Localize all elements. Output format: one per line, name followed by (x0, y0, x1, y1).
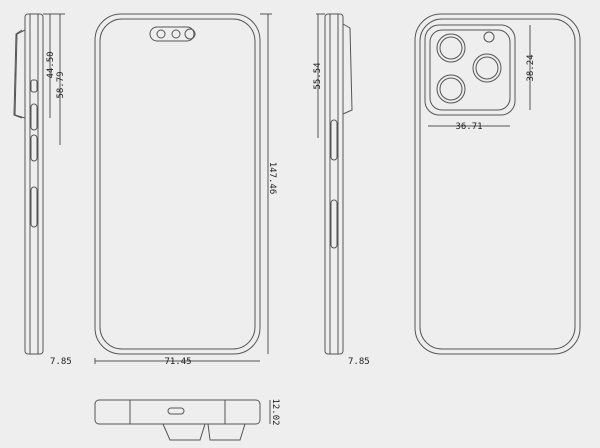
dim-camera-width: 36.71 (455, 122, 482, 132)
dim-right-thickness: 7.85 (348, 357, 370, 367)
dim-camera-height: 38.24 (526, 54, 536, 81)
front-view (94, 13, 272, 364)
dim-front-height: 147.46 (267, 162, 277, 195)
right-side-view (316, 13, 353, 355)
dim-left-button-bottom: 58.79 (56, 71, 66, 98)
dim-left-button-top: 44.50 (46, 51, 56, 78)
dim-bottom-thickness: 12.02 (270, 398, 280, 425)
dim-left-thickness: 7.85 (50, 357, 72, 367)
back-view (414, 13, 581, 355)
left-side-view (13, 13, 65, 355)
dim-front-width: 71.45 (164, 357, 191, 367)
dim-right-button: 55.54 (313, 62, 323, 89)
bottom-view (94, 399, 271, 441)
